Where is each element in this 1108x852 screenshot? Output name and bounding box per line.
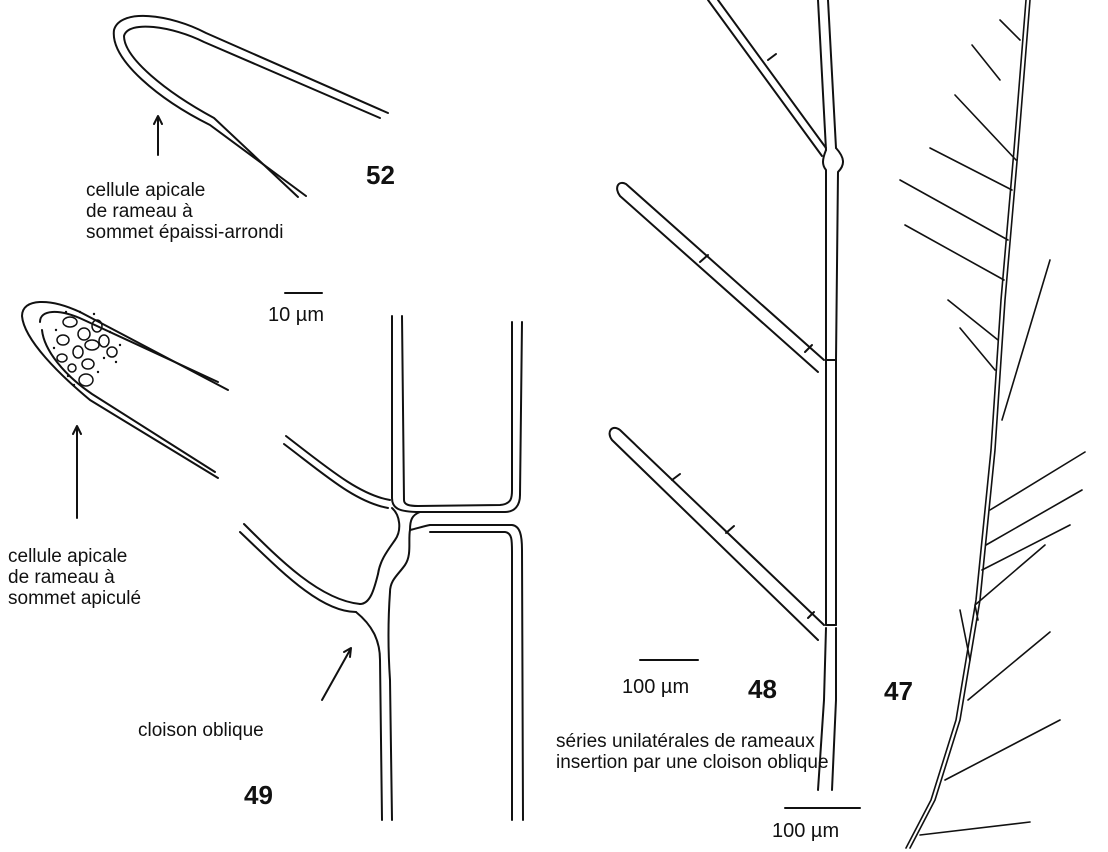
fig52-apical-cell-drawing xyxy=(114,16,388,197)
fig47-caption-line1: séries unilatérales de rameaux xyxy=(556,731,829,752)
fig48-scale-label: 100 µm xyxy=(622,676,689,699)
fig48-filament-drawing xyxy=(610,0,843,790)
fig48-number: 48 xyxy=(748,674,777,705)
fig49-wall-label: cloison oblique xyxy=(138,720,264,741)
fig52-label-line1: cellule apicale xyxy=(86,180,283,201)
fig49-junction-drawing xyxy=(240,316,523,820)
fig52-scale-label: 10 µm xyxy=(268,304,324,327)
apiculate-arrow xyxy=(73,426,81,518)
fig47-caption: séries unilatérales de rameaux insertion… xyxy=(556,731,829,773)
apiculate-label-line2: de rameau à xyxy=(8,567,141,588)
fig52-number: 52 xyxy=(366,160,395,191)
apiculate-label: cellule apicale de rameau à sommet apicu… xyxy=(8,546,141,609)
fig49-arrow xyxy=(322,648,351,700)
fig47-number: 47 xyxy=(884,676,913,707)
fig49-number: 49 xyxy=(244,780,273,811)
fig47-caption-line2: insertion par une cloison oblique xyxy=(556,752,829,773)
fig52-label-line3: sommet épaissi-arrondi xyxy=(86,222,283,243)
fig52-label: cellule apicale de rameau à sommet épais… xyxy=(86,180,283,243)
apiculate-label-line1: cellule apicale xyxy=(8,546,141,567)
fig52-label-line2: de rameau à xyxy=(86,201,283,222)
apiculate-apical-cell-drawing xyxy=(22,302,228,478)
apiculate-label-line3: sommet apiculé xyxy=(8,588,141,609)
fig47-scale-label: 100 µm xyxy=(772,820,839,843)
fig52-arrow xyxy=(154,116,162,155)
fig47-habit-drawing xyxy=(900,0,1085,848)
